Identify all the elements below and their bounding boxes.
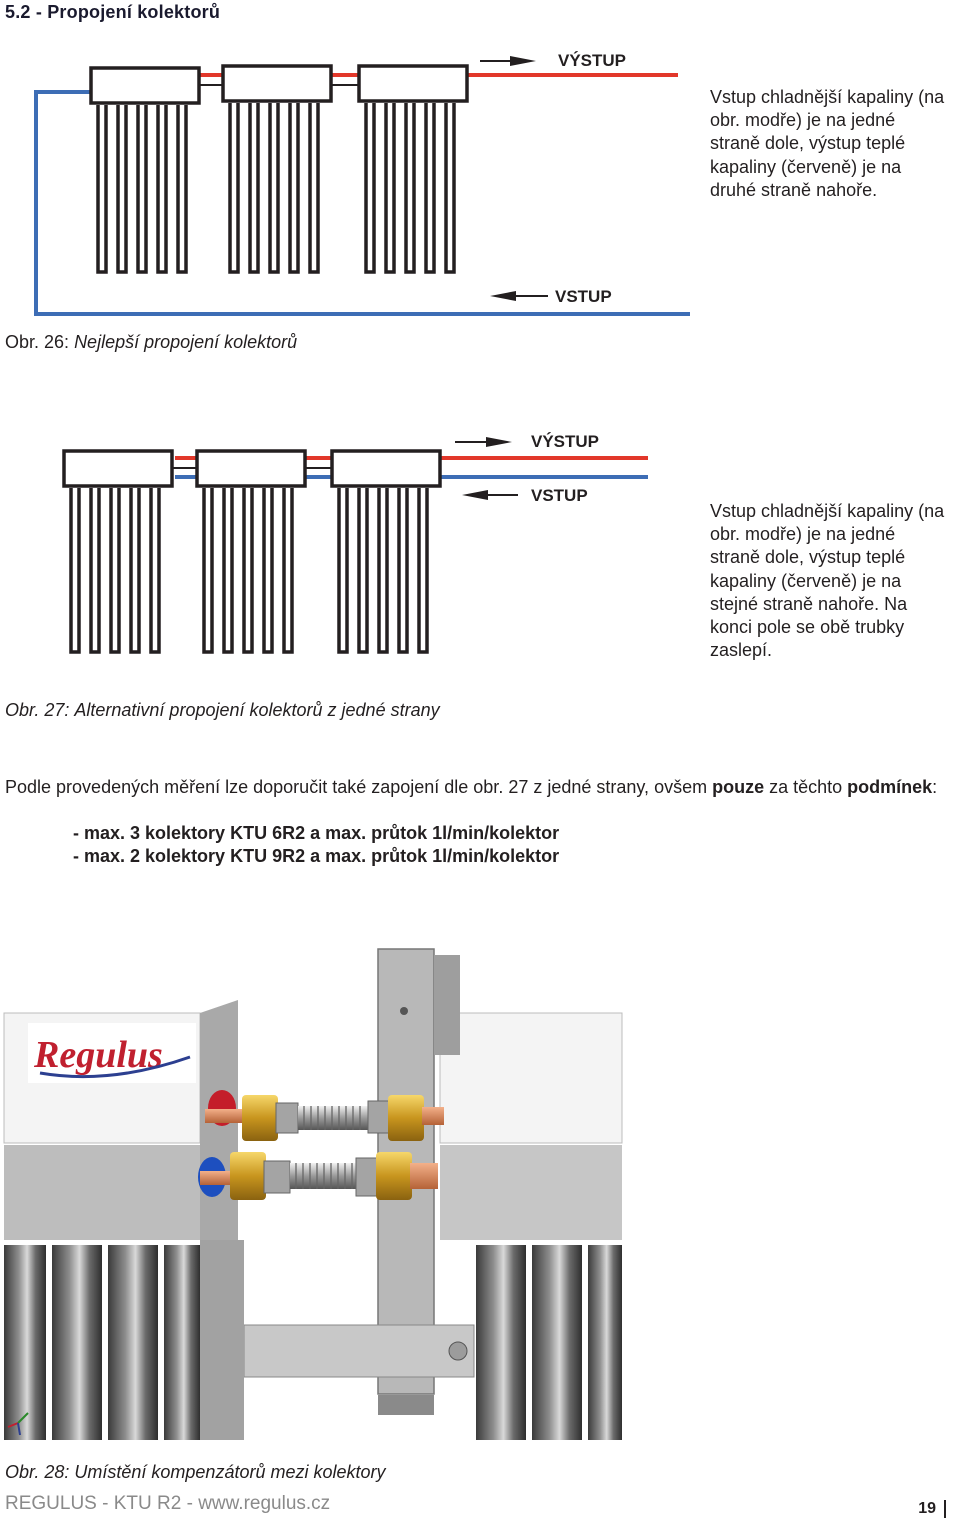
- figure-28-caption-number: Obr. 28:: [5, 1462, 70, 1482]
- figure-27-caption-number: Obr. 27:: [5, 700, 70, 720]
- collector-2: [221, 64, 333, 274]
- figure-26-caption-text: Nejlepší propojení kolektorů: [74, 332, 298, 352]
- paragraph-text-1: Podle provedených měření lze doporučit t…: [5, 777, 713, 797]
- paragraph-bold-conditions: podmínek: [847, 777, 933, 797]
- collector-1: [62, 449, 174, 654]
- footer-text: REGULUS - KTU R2 - www.regulus.cz: [5, 1493, 331, 1514]
- figure-28-caption-text: Umístění kompenzátorů mezi kolektory: [74, 1462, 386, 1482]
- svg-text:Regulus: Regulus: [33, 1034, 163, 1076]
- figure-26-diagram: VÝSTUP VSTUP: [34, 51, 690, 316]
- output-arrow-icon: [455, 437, 512, 447]
- figure-26-caption-number: Obr. 26:: [5, 332, 70, 352]
- collector-2: [195, 449, 307, 654]
- condition-item: - max. 2 kolektory KTU 9R2 a max. průtok…: [73, 846, 560, 866]
- section-title: 5.2 - Propojení kolektorů: [5, 2, 221, 22]
- collector-1: [89, 66, 201, 274]
- condition-item: - max. 3 kolektory KTU 6R2 a max. průtok…: [73, 823, 560, 843]
- output-label: VÝSTUP: [558, 51, 626, 70]
- collector-3: [330, 449, 442, 654]
- lower-compensator: [200, 1152, 438, 1200]
- collector-3: [357, 64, 469, 274]
- figure-28-caption: Obr. 28: Umístění kompenzátorů mezi kole…: [5, 1462, 386, 1483]
- cold-pipe: [34, 90, 690, 316]
- input-arrow-icon: [490, 291, 548, 301]
- figure-27-diagram: VÝSTUP VSTUP: [62, 432, 648, 654]
- page-number: 19: [918, 1500, 946, 1518]
- input-label: VSTUP: [555, 287, 612, 306]
- recommendation-paragraph: Podle provedených měření lze doporučit t…: [5, 776, 945, 799]
- regulus-logo: Regulus: [28, 1023, 196, 1083]
- paragraph-bold-only: pouze: [712, 777, 765, 797]
- input-label: VSTUP: [531, 486, 588, 505]
- figure-26-description: Vstup chladnější kapaliny (na obr. modře…: [710, 87, 945, 200]
- figure-27-caption: Obr. 27: Alternativní propojení kolektor…: [5, 700, 440, 721]
- input-arrow-icon: [462, 490, 518, 500]
- figure-28-render: Regulus: [3, 948, 623, 1440]
- figure-27-caption-text: Alternativní propojení kolektorů z jedné…: [74, 700, 440, 720]
- paragraph-text-3: :: [932, 777, 938, 797]
- upper-compensator: [205, 1095, 444, 1141]
- axis-gizmo-icon: [7, 1412, 29, 1436]
- output-label: VÝSTUP: [531, 432, 599, 451]
- figure-27-description: Vstup chladnější kapaliny (na obr. modře…: [710, 501, 945, 661]
- output-arrow-icon: [480, 56, 536, 66]
- figure-26-caption: Obr. 26: Nejlepší propojení kolektorů: [5, 332, 297, 353]
- paragraph-text-2: za těchto: [764, 777, 848, 797]
